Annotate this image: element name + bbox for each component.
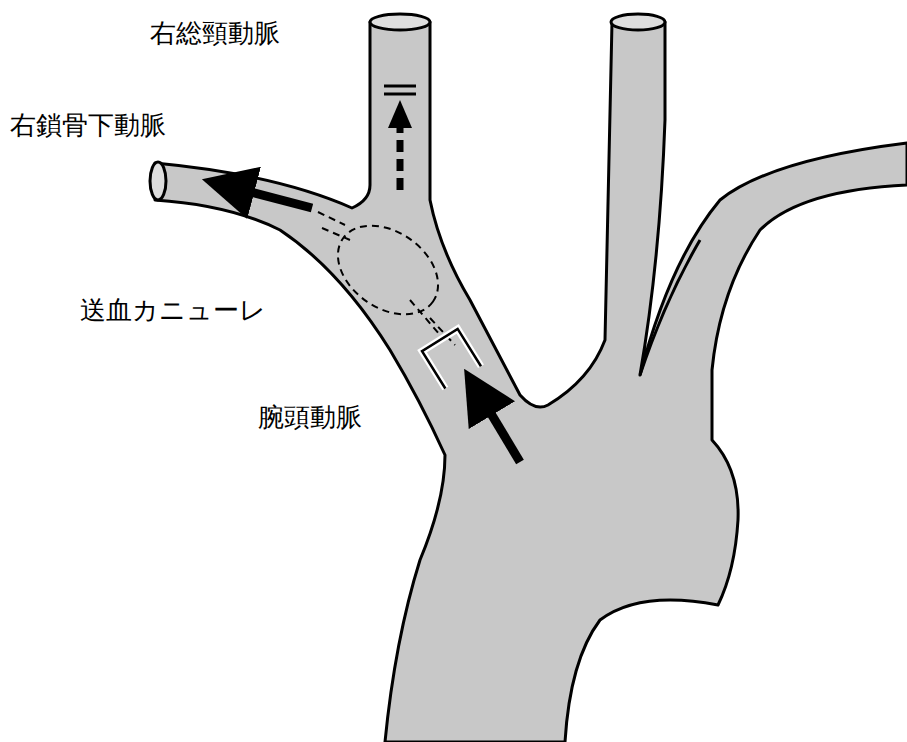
vessel-end [611,14,665,30]
cannula-tip [422,329,481,389]
vessel-label: 右総頸動脈 [150,18,280,49]
flow-arrow-head [388,100,412,128]
cannula-balloon [321,207,455,332]
clamp-mark [384,86,416,94]
flow-arrow-dashed [397,125,404,190]
vessel-end [370,14,430,30]
flow-arrow [478,392,520,462]
cannula-wall [318,212,455,345]
vessel-end [150,162,166,200]
vessel-edge [640,240,700,375]
vessel-body [155,22,907,742]
flow-arrow [228,186,312,208]
device-label: 送血カニューレ [80,295,266,326]
vessel-label: 右鎖骨下動脈 [10,110,166,141]
vessel-label: 腕頭動脈 [258,402,362,433]
